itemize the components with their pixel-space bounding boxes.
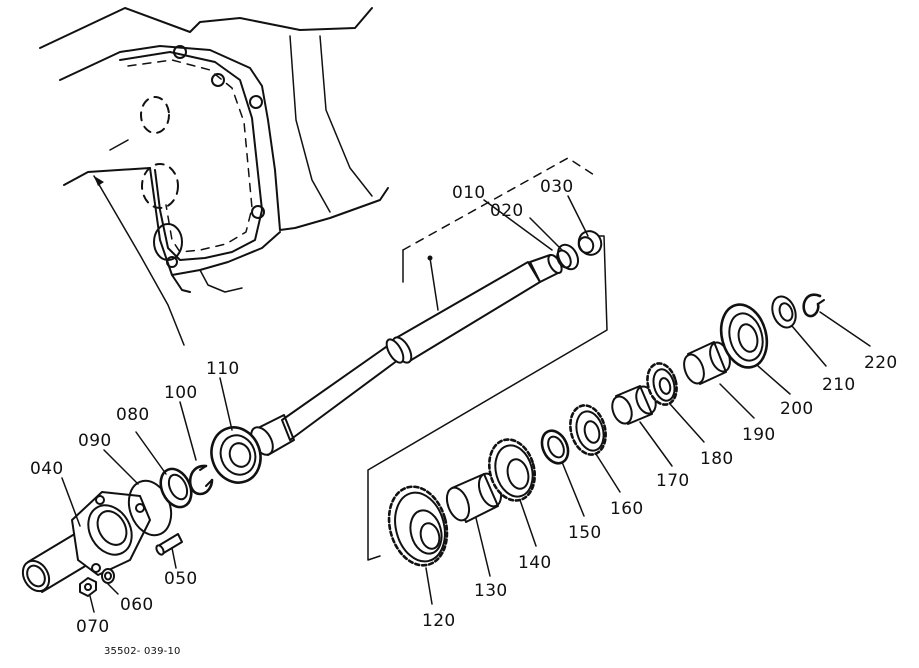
label-170: 170 [656,471,690,491]
oil-seal-080 [159,467,193,509]
label-190: 190 [742,425,776,445]
label-180: 180 [700,449,734,469]
label-160: 160 [610,499,644,519]
main-shaft [250,253,563,456]
thrust-washer-150 [540,429,570,465]
transmission-housing [39,7,389,346]
label-150: 150 [568,523,602,543]
leader-lines [61,195,871,613]
label-020: 020 [490,201,524,221]
label-080: 080 [116,405,150,425]
ball-bearing-200 [719,303,769,369]
label-070: 070 [76,617,110,637]
nut-070 [79,577,97,597]
label-120: 120 [422,611,456,631]
stud-bolt-050 [155,533,183,556]
label-100: 100 [164,383,198,403]
label-050: 050 [164,569,198,589]
washer-060 [101,568,115,584]
ball-bearing-110 [210,426,262,484]
label-140: 140 [518,553,552,573]
gear-160 [569,404,607,456]
bushing-130 [445,472,503,523]
assembly-bracket-010 [367,157,608,561]
label-130: 130 [474,581,508,601]
label-040: 040 [30,459,64,479]
snap-ring-220 [802,293,825,318]
label-060: 060 [120,595,154,615]
gear-120 [387,485,449,567]
bushing-190 [683,341,731,385]
label-010: 010 [452,183,486,203]
label-210: 210 [822,375,856,395]
collar-020 [556,243,580,271]
ring-030 [577,230,603,256]
snap-ring-100 [188,464,214,496]
part-labels: 010 020 030 040 050 060 070 080 090 100 … [30,177,898,637]
label-030: 030 [540,177,574,197]
label-090: 090 [78,431,112,451]
washer-210 [771,295,797,329]
bushing-170 [611,385,657,425]
label-200: 200 [780,399,814,419]
gear-180 [646,362,678,406]
gear-140 [487,438,537,502]
label-220: 220 [864,353,898,373]
drawing-number: 35502- 039-10 [104,646,181,657]
label-110: 110 [206,359,240,379]
